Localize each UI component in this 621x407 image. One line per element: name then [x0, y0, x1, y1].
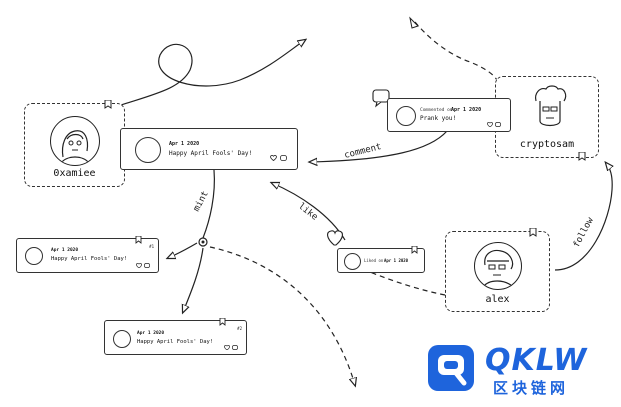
like-card[interactable]: Liked on Apr 1 2020	[337, 246, 425, 273]
profile-oxamiee[interactable]: 0xamiee	[24, 100, 125, 187]
logo-text: QKLW	[485, 343, 588, 378]
edge-mint-branch-3	[209, 246, 355, 385]
share-icon[interactable]	[280, 155, 287, 161]
heart-icon[interactable]	[136, 263, 142, 268]
bookmark-icon	[578, 152, 586, 161]
bookmark-icon	[529, 228, 537, 237]
edge-dashed-top-right	[414, 21, 499, 83]
heart-icon[interactable]	[487, 122, 493, 127]
like-prefix: Liked on	[364, 258, 384, 263]
arrow-top-right	[409, 16, 419, 29]
edge-label-mint: mint	[192, 190, 211, 214]
site-logo: QKLW 区块链网	[423, 340, 610, 397]
post-text: Happy April Fools' Day!	[51, 256, 128, 262]
edge-mint-branch-2	[183, 247, 204, 312]
profile-name: cryptosam	[519, 139, 575, 150]
share-icon[interactable]	[144, 263, 150, 268]
edge-mint-branch-1	[168, 242, 198, 258]
edition-badge: #2	[237, 326, 242, 331]
logo-mark-icon	[428, 345, 474, 391]
edge-loop-top	[111, 40, 305, 109]
bookmark-icon	[104, 100, 112, 109]
like-date: Apr 1 2020	[384, 257, 409, 263]
post-date: Apr 1 2020	[51, 248, 79, 253]
edge-follow	[554, 163, 612, 271]
bookmark-icon	[135, 236, 142, 244]
avatar	[396, 106, 416, 126]
post-date: Apr 1 2020	[169, 141, 200, 147]
comment-card[interactable]: Commented on Apr 1 2020 Prank you!	[387, 98, 511, 132]
comment-prefix: Commented on	[420, 108, 453, 113]
avatar	[50, 116, 100, 166]
post-card-main[interactable]: Apr 1 2020 Happy April Fools' Day!	[120, 128, 298, 170]
share-icon[interactable]	[232, 345, 238, 350]
profile-alex[interactable]: alex	[445, 228, 550, 312]
heart-icon	[327, 230, 343, 246]
avatar	[113, 330, 131, 348]
edge-mint	[202, 169, 215, 239]
logo-subtext: 区块链网	[493, 379, 570, 397]
avatar	[135, 137, 161, 163]
heart-icon[interactable]	[270, 155, 277, 161]
profile-name: 0xamiee	[53, 168, 96, 179]
avatar	[25, 247, 43, 265]
heart-icon[interactable]	[224, 345, 230, 350]
post-card-mint-1[interactable]: #1 Apr 1 2020 Happy April Fools' Day!	[16, 236, 159, 273]
post-card-mint-2[interactable]: #2 Apr 1 2020 Happy April Fools' Day!	[104, 318, 247, 355]
post-text: Happy April Fools' Day!	[169, 150, 253, 157]
edge-dashed-alex-like	[369, 271, 446, 296]
bookmark-icon	[219, 318, 226, 326]
edge-label-comment: comment	[343, 142, 382, 161]
edge-label-like: like	[296, 201, 319, 222]
edge-comment	[310, 130, 448, 162]
share-icon[interactable]	[495, 122, 501, 127]
edge-label-follow: follow	[572, 215, 596, 249]
post-text: Happy April Fools' Day!	[137, 339, 214, 345]
avatar	[530, 85, 570, 131]
avatar	[474, 242, 522, 290]
bookmark-icon	[411, 246, 418, 254]
profile-name: alex	[485, 294, 510, 305]
comment-date: Apr 1 2020	[451, 107, 482, 113]
profile-cryptosam[interactable]: cryptosam	[495, 76, 599, 161]
comment-text: Prank you!	[420, 115, 457, 122]
avatar	[344, 253, 361, 270]
post-date: Apr 1 2020	[137, 331, 165, 336]
edition-badge: #1	[149, 244, 154, 249]
